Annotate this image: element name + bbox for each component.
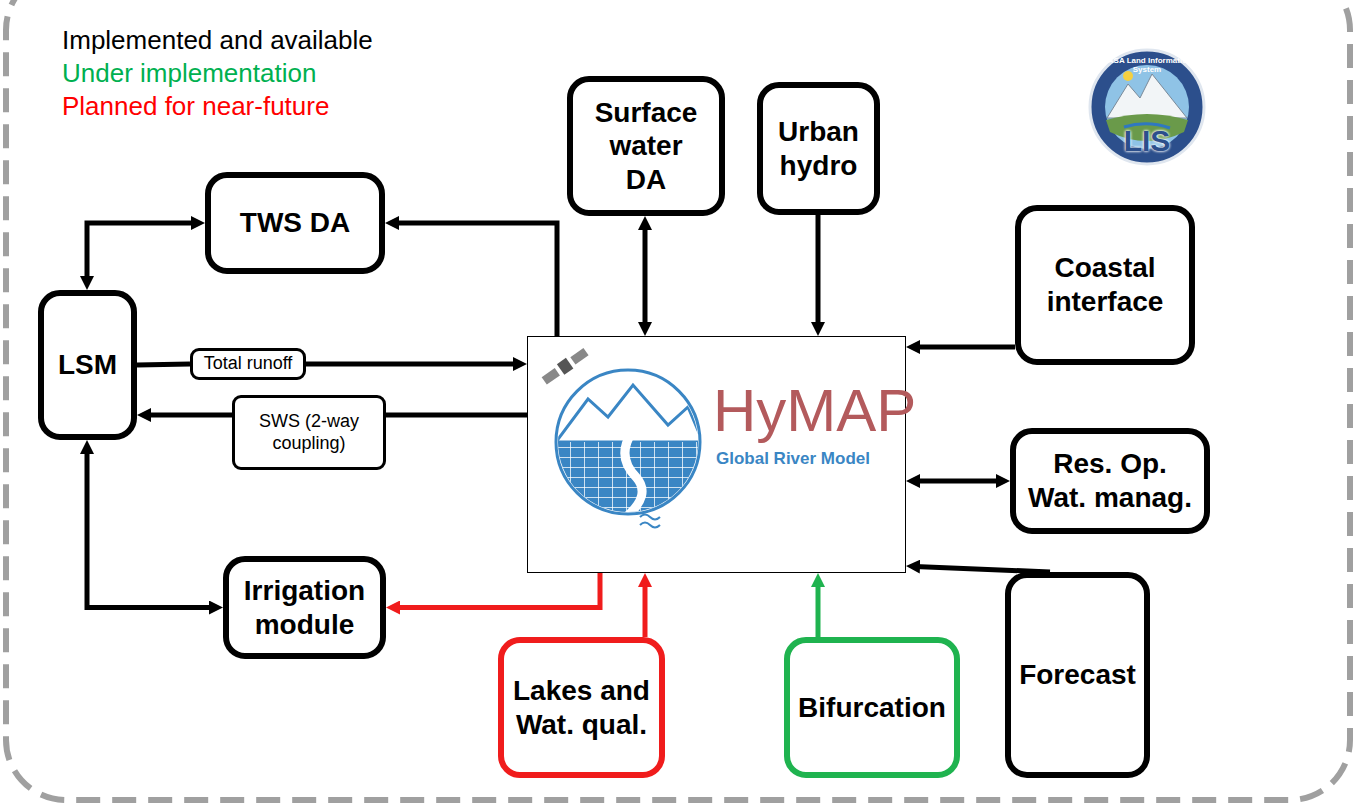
node-label: Urban hydro [769,115,868,182]
connector-arrow [643,582,648,637]
urban-hydro-box: Urban hydro [757,82,880,215]
tws-da-box: TWS DA [205,172,385,274]
lis-logo [1090,50,1204,164]
connector-arrow [643,225,648,327]
connector-arrow [395,573,600,608]
legend-text: Under implementation [62,58,316,88]
connector-arrow [146,413,232,418]
lakes-box: Lakes and Wat. qual. [498,637,665,778]
lsm-box: LSM [38,290,137,440]
bifurcation-box: Bifurcation [784,637,960,778]
reservoir-box: Res. Op. Wat. manag. [1010,428,1210,534]
logo-caption: NASA Land Information System [1100,57,1194,75]
hymap-box: HyMAPGlobal River Model [527,336,906,573]
runoff-box: Total runoff [190,348,306,380]
surface-water-box: Surface water DA [567,76,725,216]
coastal-box: Coastal interface [1015,205,1195,365]
node-label: Lakes and Wat. qual. [510,674,653,741]
legend-entry: Implemented and available [62,24,373,57]
connector-arrow [394,223,557,336]
connector-arrow [915,479,1001,484]
connector-arrow [87,449,214,608]
node-label: Forecast [1019,658,1136,692]
connector-arrow [137,364,190,365]
frame-outline [6,0,1350,800]
node-label: Res. Op. Wat. manag. [1022,447,1198,514]
forecast-box: Forecast [1005,572,1150,778]
connector-arrow [816,215,821,327]
node-label: TWS DA [240,206,350,240]
legend-entry: Under implementation [62,57,373,90]
node-label: Total runoff [204,353,293,375]
node-label: Irrigation module [235,574,374,641]
legend-entry: Planned for near-future [62,90,373,123]
connector-arrow [386,413,527,418]
node-label: Surface water DA [591,96,701,197]
legend-text: Implemented and available [62,25,373,55]
legend: Implemented and availableUnder implement… [62,24,373,123]
node-label: Coastal interface [1027,251,1183,318]
logo-acronym: LIS [1097,124,1197,157]
irrigation-box: Irrigation module [223,556,386,659]
connector-arrow [816,582,821,637]
connector-arrow [306,362,518,367]
node-label: HyMAP [713,381,916,441]
connector-arrow [87,223,196,281]
node-label: LSM [58,348,117,382]
node-label: Bifurcation [798,691,946,725]
legend-text: Planned for near-future [62,91,329,121]
sws-box: SWS (2-way coupling) [232,395,386,470]
node-label: SWS (2-way coupling) [239,411,379,454]
node-label: Global River Model [716,449,870,469]
connector-arrow [915,345,1015,350]
